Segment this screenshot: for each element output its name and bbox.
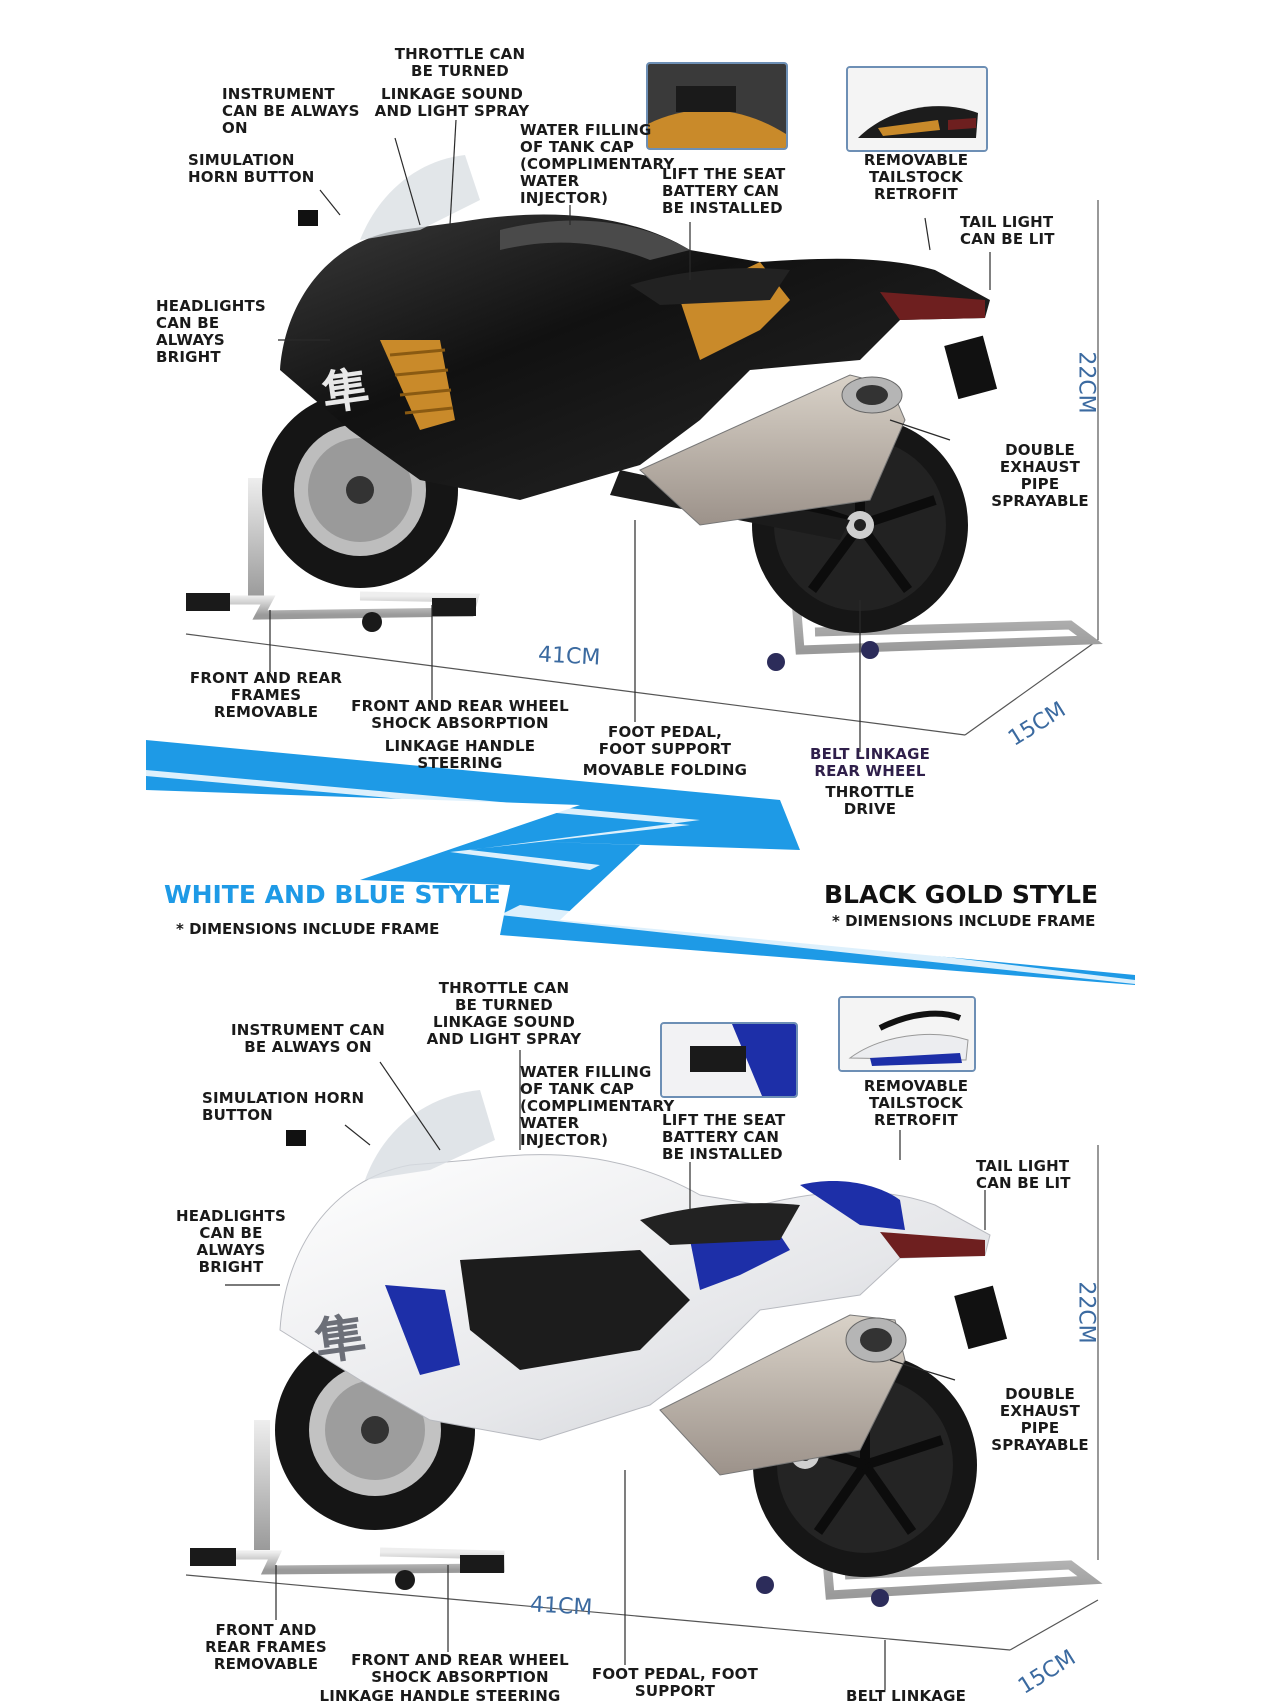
label-instrument-bottom: INSTRUMENT CAN BE ALWAYS ON bbox=[230, 1021, 386, 1056]
tailstock-thumbnail-top bbox=[846, 66, 988, 152]
label-tail-light-bottom: TAIL LIGHT CAN BE LIT bbox=[976, 1157, 1071, 1192]
label-pedal-bottom: FOOT PEDAL, FOOT SUPPORT bbox=[591, 1665, 759, 1700]
label-water-filling-bottom: WATER FILLING OF TANK CAP (COMPLIMENTARY… bbox=[520, 1063, 675, 1149]
label-lift-seat-top: LIFT THE SEAT BATTERY CAN BE INSTALLED bbox=[662, 165, 786, 217]
label-headlights-top: HEADLIGHTS CAN BE ALWAYS BRIGHT bbox=[156, 297, 266, 366]
seat-battery-image bbox=[648, 64, 786, 148]
title-black-gold-style: BLACK GOLD STYLE bbox=[824, 880, 1099, 909]
seat-battery-thumbnail bbox=[646, 62, 788, 150]
label-steering-top: LINKAGE HANDLE STEERING bbox=[384, 737, 536, 772]
label-steering-bottom: LINKAGE HANDLE STEERING bbox=[319, 1687, 561, 1705]
top-dimension-box bbox=[185, 200, 1099, 736]
label-horn-bottom: SIMULATION HORN BUTTON bbox=[202, 1089, 365, 1124]
dim-height-top: 22CM bbox=[1073, 351, 1099, 414]
label-pedal-top: FOOT PEDAL, FOOT SUPPORT bbox=[598, 723, 732, 758]
label-shock-bottom: FRONT AND REAR WHEEL SHOCK ABSORPTION bbox=[351, 1651, 569, 1686]
label-tailstock-top: REMOVABLE TAILSTOCK RETROFIT bbox=[863, 151, 969, 203]
white-blue-motorcycle: 隼 bbox=[190, 1090, 1103, 1607]
label-exhaust-top: DOUBLE EXHAUST PIPE SPRAYABLE bbox=[991, 441, 1089, 510]
label-horn-top: SIMULATION HORN BUTTON bbox=[188, 151, 315, 186]
label-throttle-bottom: THROTTLE CAN BE TURNED LINKAGE SOUND AND… bbox=[426, 979, 582, 1048]
note-white-blue-style: * DIMENSIONS INCLUDE FRAME bbox=[176, 920, 440, 938]
tailstock-image-top bbox=[848, 68, 986, 150]
blue-zigzag-divider bbox=[146, 740, 1135, 985]
label-linkage-sound-top: LINKAGE SOUND AND LIGHT SPRAY bbox=[374, 85, 530, 120]
label-frames-top: FRONT AND REAR FRAMES REMOVABLE bbox=[189, 669, 343, 721]
label-shock-top: FRONT AND REAR WHEEL SHOCK ABSORPTION bbox=[351, 697, 569, 732]
bottom-dimension-box bbox=[185, 1145, 1099, 1651]
dim-length-bottom: 41CM bbox=[529, 1592, 593, 1621]
seat-battery-image-blue bbox=[662, 1024, 796, 1096]
tailstock-thumbnail-bottom bbox=[838, 996, 976, 1072]
label-frames-bottom: FRONT AND REAR FRAMES REMOVABLE bbox=[205, 1621, 327, 1673]
black-gold-motorcycle: 隼 bbox=[186, 155, 1103, 671]
label-headlights-bottom: HEADLIGHTS CAN BE ALWAYS BRIGHT bbox=[176, 1207, 286, 1276]
label-exhaust-bottom: DOUBLE EXHAUST PIPE SPRAYABLE bbox=[991, 1385, 1089, 1454]
tailstock-image-bottom bbox=[840, 998, 974, 1070]
label-lift-seat-bottom: LIFT THE SEAT BATTERY CAN BE INSTALLED bbox=[662, 1111, 786, 1163]
svg-text:隼: 隼 bbox=[319, 361, 372, 421]
dim-length-top: 41CM bbox=[537, 642, 601, 671]
dim-height-bottom: 22CM bbox=[1073, 1281, 1099, 1344]
label-throttle-drive-top: THROTTLE DRIVE bbox=[825, 783, 915, 818]
label-belt-top: BELT LINKAGE REAR WHEEL bbox=[809, 745, 931, 780]
svg-text:隼: 隼 bbox=[312, 1307, 370, 1371]
bottom-leader-lines bbox=[225, 1050, 986, 1690]
note-black-gold-style: * DIMENSIONS INCLUDE FRAME bbox=[832, 912, 1096, 930]
label-folding-top: MOVABLE FOLDING bbox=[582, 761, 748, 779]
label-tailstock-bottom: REMOVABLE TAILSTOCK RETROFIT bbox=[863, 1077, 969, 1129]
label-throttle-top: THROTTLE CAN BE TURNED bbox=[394, 45, 526, 80]
label-tail-light-top: TAIL LIGHT CAN BE LIT bbox=[960, 213, 1055, 248]
label-water-filling-top: WATER FILLING OF TANK CAP (COMPLIMENTARY… bbox=[520, 121, 675, 207]
seat-battery-thumbnail-blue bbox=[660, 1022, 798, 1098]
top-leader-lines bbox=[269, 119, 991, 752]
label-instrument-top: INSTRUMENT CAN BE ALWAYS ON bbox=[222, 85, 360, 137]
title-white-blue-style: WHITE AND BLUE STYLE bbox=[164, 880, 501, 909]
label-belt-bottom: BELT LINKAGE bbox=[845, 1687, 967, 1705]
